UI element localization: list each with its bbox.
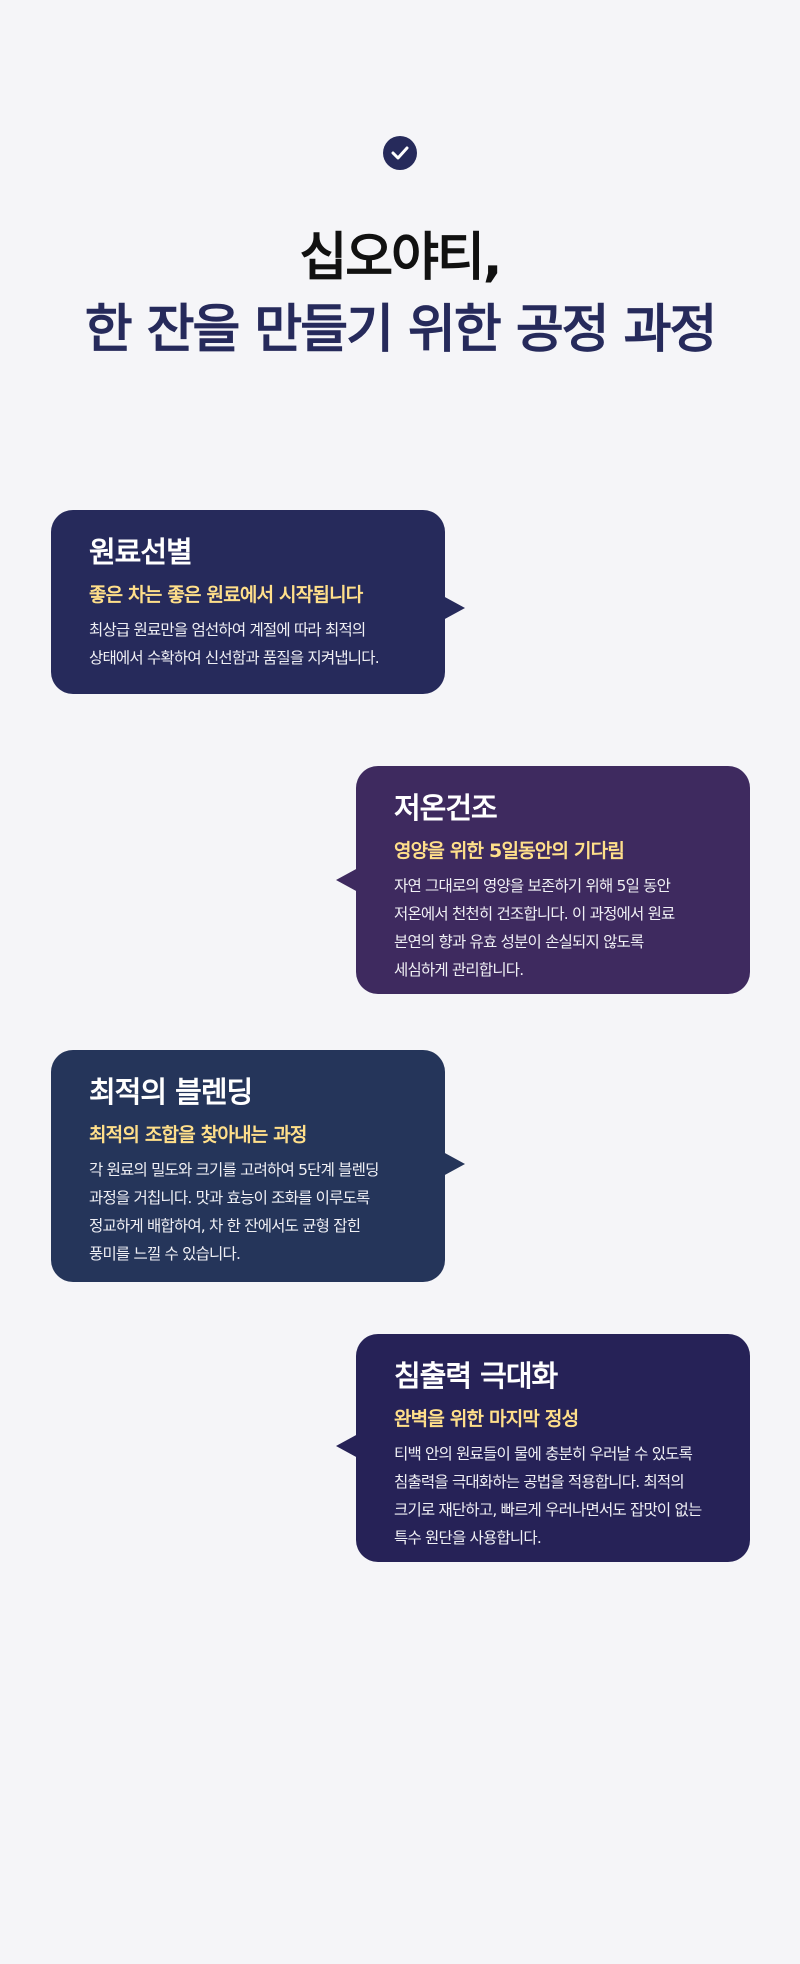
process-step-card-2: 저온건조 영양을 위한 5일동안의 기다림 자연 그대로의 영양을 보존하기 위…: [336, 766, 750, 994]
step-title: 최적의 블렌딩: [89, 1075, 253, 1109]
checkmark-glyph: [391, 146, 409, 160]
step-description: 각 원료의 밀도와 크기를 고려하여 5단계 블렌딩 과정을 거칩니다. 맛과 …: [89, 1161, 379, 1263]
step-subtitle: 좋은 차는 좋은 원료에서 시작됩니다: [89, 584, 363, 606]
step-subtitle: 영양을 위한 5일동안의 기다림: [394, 840, 625, 862]
check-circle-icon: [383, 136, 417, 170]
page-title: 십오야티, 한 잔을 만들기 위한 공정 과정: [0, 222, 800, 366]
speech-bubble-tail: [443, 1152, 465, 1176]
step-title: 침출력 극대화: [394, 1359, 558, 1393]
step-description: 자연 그대로의 영양을 보존하기 위해 5일 동안 저온에서 천천히 건조합니다…: [394, 877, 675, 979]
step-description: 최상급 원료만을 엄선하여 계절에 따라 최적의 상태에서 수확하여 신선함과 …: [89, 621, 380, 667]
step-title: 저온건조: [394, 791, 498, 825]
process-step-card-3: 최적의 블렌딩 최적의 조합을 찾아내는 과정 각 원료의 밀도와 크기를 고려…: [51, 1050, 465, 1282]
process-step-card-1: 원료선별 좋은 차는 좋은 원료에서 시작됩니다 최상급 원료만을 엄선하여 계…: [51, 510, 465, 694]
step-subtitle: 완벽을 위한 마지막 정성: [394, 1408, 579, 1430]
page-title-subtitle: 한 잔을 만들기 위한 공정 과정: [84, 300, 718, 360]
step-subtitle: 최적의 조합을 찾아내는 과정: [89, 1124, 307, 1146]
step-title: 원료선별: [89, 535, 193, 569]
speech-bubble-tail: [336, 868, 358, 892]
step-description: 티백 안의 원료들이 물에 충분히 우러날 수 있도록 침출력을 극대화하는 공…: [394, 1445, 702, 1547]
process-step-card-4: 침출력 극대화 완벽을 위한 마지막 정성 티백 안의 원료들이 물에 충분히 …: [336, 1334, 750, 1562]
page-title-brand: 십오야티,: [299, 228, 502, 288]
speech-bubble-tail: [336, 1434, 358, 1458]
speech-bubble-tail: [443, 596, 465, 620]
